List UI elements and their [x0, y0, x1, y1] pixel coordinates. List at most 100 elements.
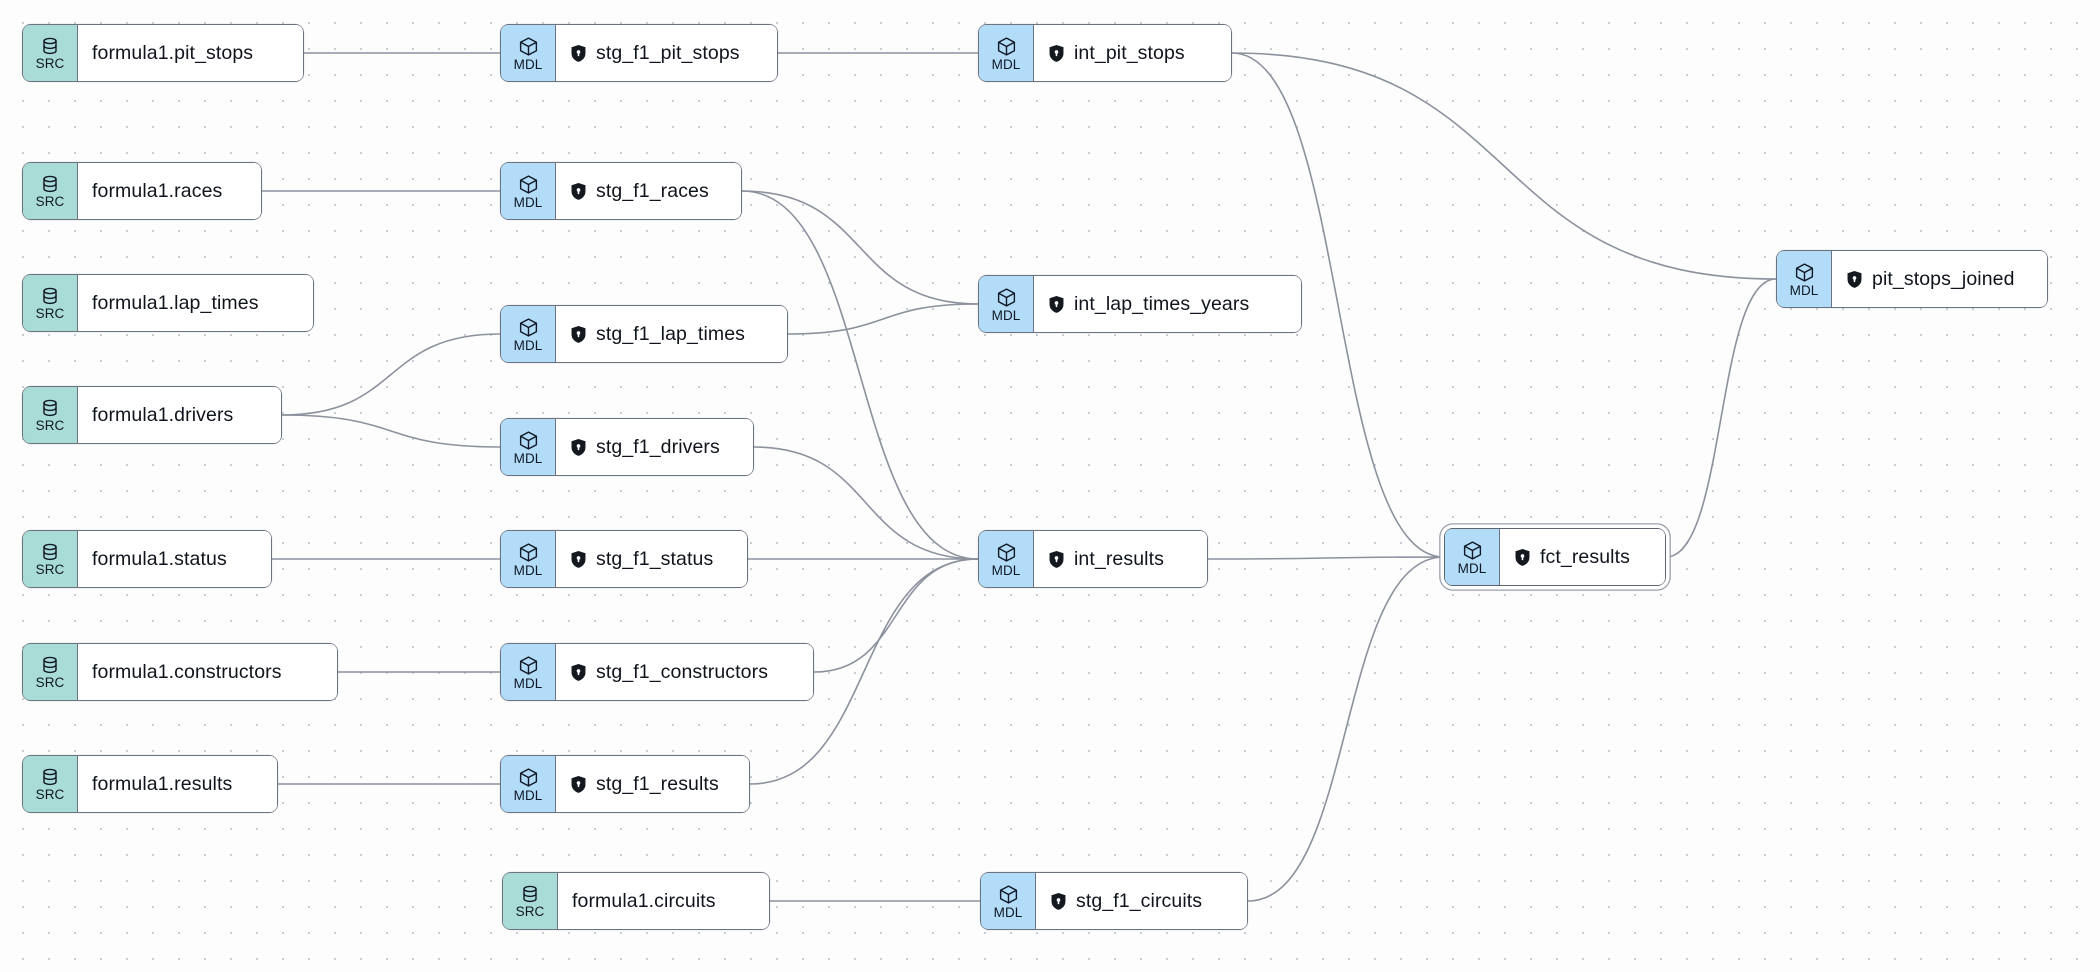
lineage-node-stg_status[interactable]: MDL stg_f1_status: [500, 530, 748, 588]
lineage-edge-stg_races-to-int_lap_times_years: [741, 190, 979, 305]
shield-lock-icon: [1048, 550, 1065, 569]
node-type-badge: MDL: [1445, 529, 1500, 585]
lineage-edge-stg_circuits-to-fct_results: [1247, 556, 1445, 902]
node-body[interactable]: formula1.results: [78, 756, 277, 812]
node-body[interactable]: stg_f1_results: [556, 756, 749, 812]
node-body[interactable]: int_lap_times_years: [1034, 276, 1301, 332]
node-body[interactable]: stg_f1_constructors: [556, 644, 813, 700]
node-body[interactable]: formula1.pit_stops: [78, 25, 303, 81]
node-label: stg_f1_pit_stops: [596, 41, 740, 64]
node-type-label: MDL: [991, 562, 1021, 578]
shield-lock-icon: [1050, 892, 1067, 911]
shield-lock-icon: [570, 550, 587, 569]
cube-icon: [998, 884, 1019, 905]
lineage-node-int_lap_times_years[interactable]: MDL int_lap_times_years: [978, 275, 1302, 333]
shield-lock-icon: [1048, 295, 1065, 314]
node-type-badge: SRC: [23, 163, 78, 219]
node-type-badge: SRC: [503, 873, 558, 929]
node-body[interactable]: formula1.constructors: [78, 644, 337, 700]
lineage-edge-int_pit_stops-to-pit_stops_joined: [1231, 52, 1777, 280]
shield-lock-icon: [1048, 44, 1065, 63]
node-type-badge: MDL: [501, 163, 556, 219]
node-type-label: MDL: [991, 307, 1021, 323]
node-type-badge: MDL: [501, 419, 556, 475]
lineage-node-pit_stops_joined[interactable]: MDL pit_stops_joined: [1776, 250, 2048, 308]
node-type-label: SRC: [35, 56, 65, 71]
lineage-node-stg_circuits[interactable]: MDL stg_f1_circuits: [980, 872, 1248, 930]
node-body[interactable]: formula1.circuits: [558, 873, 769, 929]
node-type-badge: MDL: [501, 306, 556, 362]
node-type-badge: MDL: [981, 873, 1036, 929]
node-body[interactable]: int_results: [1034, 531, 1207, 587]
node-type-badge: SRC: [23, 756, 78, 812]
cube-icon: [518, 542, 539, 563]
lineage-node-stg_races[interactable]: MDL stg_f1_races: [500, 162, 742, 220]
node-body[interactable]: stg_f1_drivers: [556, 419, 753, 475]
lineage-node-src_pit_stops[interactable]: SRC formula1.pit_stops: [22, 24, 304, 82]
node-body[interactable]: pit_stops_joined: [1832, 251, 2047, 307]
node-body[interactable]: stg_f1_circuits: [1036, 873, 1247, 929]
node-body[interactable]: fct_results: [1500, 529, 1665, 585]
node-label: int_pit_stops: [1074, 41, 1185, 64]
node-type-label: MDL: [513, 787, 543, 803]
node-body[interactable]: formula1.status: [78, 531, 271, 587]
node-label: int_lap_times_years: [1074, 292, 1250, 315]
node-body[interactable]: stg_f1_races: [556, 163, 741, 219]
database-icon: [40, 767, 60, 787]
node-type-badge: SRC: [23, 25, 78, 81]
node-label: formula1.constructors: [92, 660, 282, 683]
node-type-label: MDL: [993, 904, 1023, 920]
node-label: formula1.results: [92, 772, 233, 795]
node-label: stg_f1_constructors: [596, 660, 769, 683]
lineage-node-int_results[interactable]: MDL int_results: [978, 530, 1208, 588]
lineage-node-fct_results[interactable]: MDL fct_results: [1444, 528, 1666, 586]
node-body[interactable]: formula1.races: [78, 163, 261, 219]
lineage-edge-stg_lap_times-to-int_lap_times_years: [787, 303, 979, 335]
node-label: fct_results: [1540, 545, 1630, 568]
lineage-node-stg_drivers[interactable]: MDL stg_f1_drivers: [500, 418, 754, 476]
node-body[interactable]: stg_f1_pit_stops: [556, 25, 777, 81]
shield-lock-icon: [570, 325, 587, 344]
node-label: stg_f1_drivers: [596, 435, 720, 458]
node-body[interactable]: int_pit_stops: [1034, 25, 1231, 81]
database-icon: [520, 884, 540, 904]
node-type-label: SRC: [35, 418, 65, 433]
node-label: stg_f1_races: [596, 179, 709, 202]
cube-icon: [518, 767, 539, 788]
database-icon: [40, 36, 60, 56]
node-label: stg_f1_status: [596, 547, 714, 570]
node-type-badge: MDL: [501, 531, 556, 587]
lineage-node-stg_results[interactable]: MDL stg_f1_results: [500, 755, 750, 813]
node-body[interactable]: stg_f1_lap_times: [556, 306, 787, 362]
cube-icon: [996, 287, 1017, 308]
node-type-badge: MDL: [1777, 251, 1832, 307]
shield-lock-icon: [570, 775, 587, 794]
lineage-node-src_drivers[interactable]: SRC formula1.drivers: [22, 386, 282, 444]
node-body[interactable]: formula1.drivers: [78, 387, 281, 443]
node-label: formula1.status: [92, 547, 227, 570]
node-body[interactable]: stg_f1_status: [556, 531, 747, 587]
lineage-edge-stg_constructors-to-int_results: [813, 558, 979, 673]
database-icon: [40, 286, 60, 306]
node-type-label: MDL: [1789, 282, 1819, 298]
node-type-badge: SRC: [23, 275, 78, 331]
node-body[interactable]: formula1.lap_times: [78, 275, 313, 331]
shield-lock-icon: [570, 44, 587, 63]
cube-icon: [996, 542, 1017, 563]
node-type-badge: SRC: [23, 387, 78, 443]
lineage-edge-int_results-to-fct_results: [1207, 556, 1445, 560]
shield-lock-icon: [570, 182, 587, 201]
cube-icon: [518, 430, 539, 451]
lineage-node-src_results[interactable]: SRC formula1.results: [22, 755, 278, 813]
